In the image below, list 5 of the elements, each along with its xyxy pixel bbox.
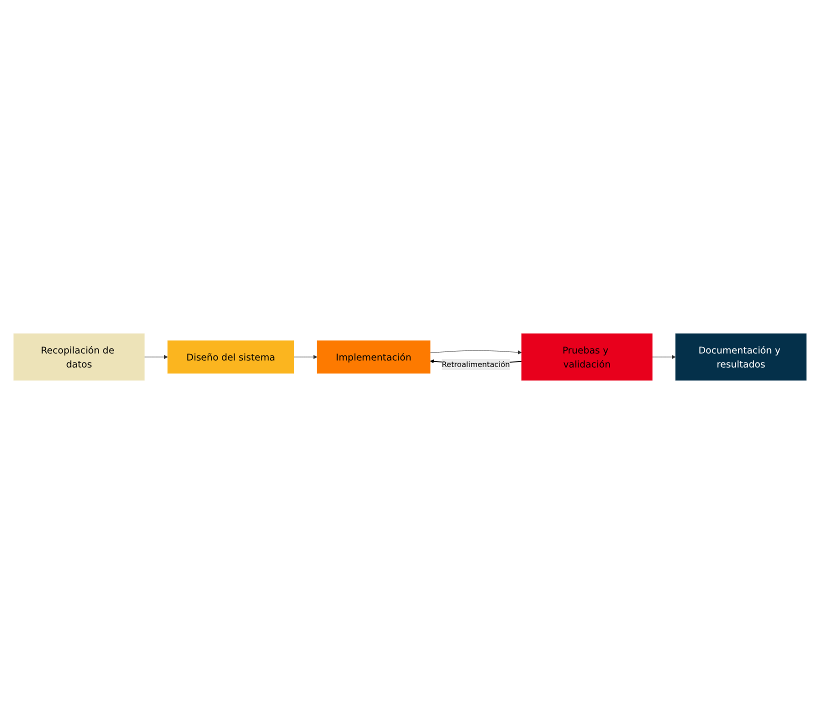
node-box	[167, 340, 294, 374]
node-box	[13, 332, 144, 380]
node-box	[674, 332, 806, 380]
node-box	[520, 332, 652, 380]
node-box	[316, 340, 430, 374]
